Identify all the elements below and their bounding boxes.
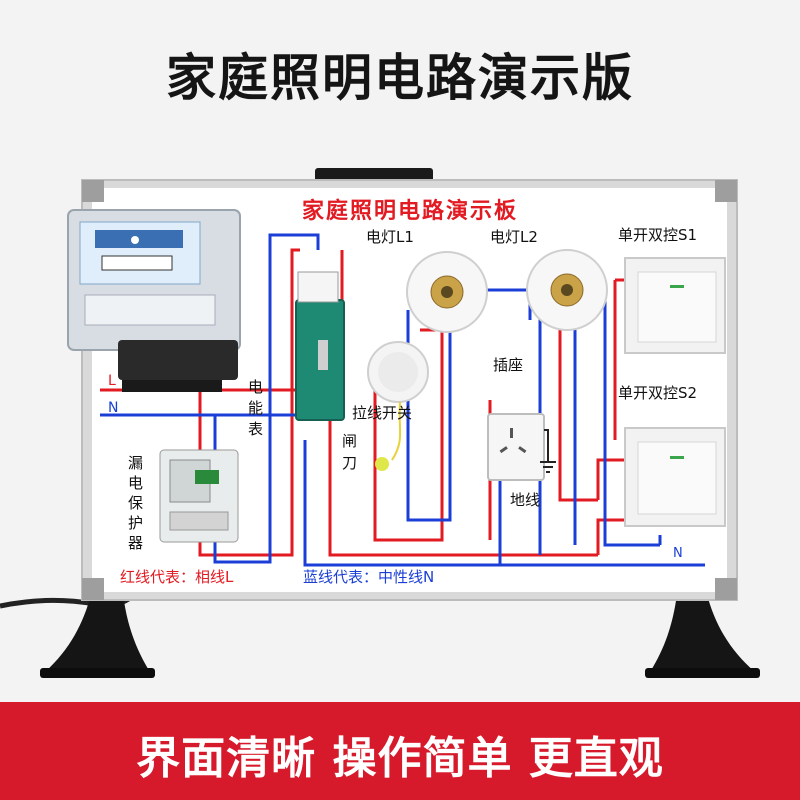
meter-label-1: 电 [248, 378, 263, 396]
energy-meter [67, 209, 241, 392]
rcd-label-3: 保 [128, 494, 143, 512]
lamp1-label: 电灯L1 [366, 228, 414, 246]
socket-label: 插座 [493, 356, 523, 374]
rcd-label-2: 电 [128, 474, 143, 492]
ground-label: 地线 [510, 491, 540, 509]
rcd-label-4: 护 [128, 514, 143, 532]
lamp-holder-l2 [526, 249, 608, 331]
switch-s1 [624, 257, 726, 354]
rcd-breaker [159, 449, 239, 543]
switch2-label: 单开双控S2 [618, 384, 697, 402]
lamp2-label: 电灯L2 [490, 228, 538, 246]
legend-blue: 蓝线代表：中性线N [303, 568, 434, 586]
knife-label-2: 刀 [342, 454, 357, 472]
legend-red: 红线代表：相线L [120, 568, 234, 586]
wire-label-n: N [108, 400, 118, 416]
bottom-banner [0, 702, 800, 800]
pull-switch-label: 拉线开关 [352, 404, 412, 422]
meter-label-2: 能 [248, 399, 263, 417]
slogan: 界面清晰 操作简单 更直观 [136, 733, 664, 784]
switch1-label: 单开双控S1 [618, 226, 697, 244]
stand [40, 540, 760, 678]
pull-switch [367, 341, 429, 471]
lamp-holder-l1 [406, 251, 488, 333]
knife-switch [295, 271, 345, 421]
socket [487, 413, 556, 481]
switch-s2 [624, 427, 726, 527]
board-title: 家庭照明电路演示板 [302, 198, 518, 224]
knife-label-1: 闸 [342, 432, 357, 450]
headline: 家庭照明电路演示版 [166, 49, 634, 107]
wire-label-l: L [108, 373, 116, 389]
meter-label-3: 表 [248, 420, 263, 438]
wire-label-n-right: N [673, 546, 683, 561]
rcd-label-1: 漏 [128, 454, 143, 472]
rcd-label-5: 器 [128, 534, 143, 552]
